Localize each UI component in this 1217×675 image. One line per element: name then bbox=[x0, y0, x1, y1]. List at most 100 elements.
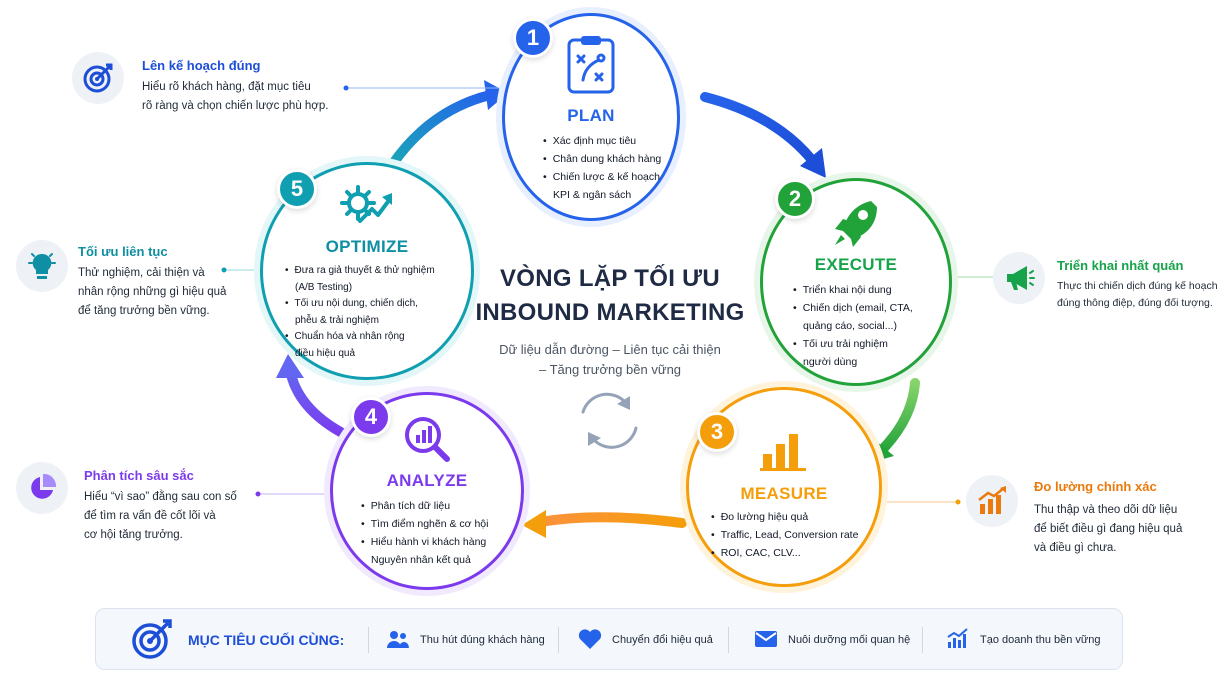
gear-growth-icon bbox=[338, 181, 396, 234]
target-icon bbox=[130, 617, 174, 664]
step-bullets: Phân tích dữ liệu Tìm điểm nghẽn & cơ hộ… bbox=[361, 497, 489, 569]
note-line: Thực thi chiến dịch đúng kế hoạch, bbox=[1057, 280, 1217, 292]
note-line: Hiểu rõ khách hàng, đặt mục tiêu bbox=[142, 81, 311, 93]
megaphone-icon bbox=[993, 252, 1045, 304]
note-heading: Triển khai nhất quán bbox=[1057, 258, 1184, 273]
step-bullets: Đưa ra giả thuyết & thử nghiệm (A/B Test… bbox=[285, 263, 435, 362]
bullet: Chiến dịch (email, CTA, bbox=[793, 299, 913, 317]
step-number: 2 bbox=[775, 179, 815, 219]
step-title: OPTIMIZE bbox=[325, 237, 409, 256]
note-line: Thử nghiệm, cải thiện và bbox=[78, 267, 205, 279]
bullet: Triển khai nội dung bbox=[793, 281, 913, 299]
magnifier-chart-icon bbox=[401, 415, 453, 468]
users-icon bbox=[386, 629, 410, 652]
note-line: để tăng trưởng bền vững. bbox=[78, 305, 210, 317]
target-icon bbox=[72, 52, 124, 104]
step-number: 5 bbox=[277, 169, 317, 209]
goals-label-group: MỤC TIÊU CUỐI CÙNG: bbox=[130, 609, 344, 671]
note-line: để biết điều gì đang hiệu quả bbox=[1034, 523, 1183, 535]
bullet: Chiến lược & kế hoạch bbox=[543, 168, 661, 186]
goal-item: Tạo doanh thu bền vững bbox=[946, 609, 1101, 671]
bullet: (A/B Testing) bbox=[295, 281, 353, 293]
bullet: Phân tích dữ liệu bbox=[361, 497, 488, 515]
goal-text: Nuôi dưỡng mối quan hệ bbox=[788, 634, 911, 646]
arrowhead-analyze bbox=[522, 510, 546, 538]
step-title: MEASURE bbox=[740, 484, 828, 503]
step-number: 3 bbox=[697, 412, 737, 452]
note-heading: Đo lường chính xác bbox=[1034, 479, 1157, 494]
mail-icon bbox=[754, 630, 778, 651]
step-plan-circle: 1 PLAN Xác định mục tiêu Chân dung khách… bbox=[502, 13, 680, 221]
step-number: 1 bbox=[513, 18, 553, 58]
step-title: EXECUTE bbox=[814, 255, 898, 274]
bullet: KPI & ngân sách bbox=[553, 189, 632, 201]
diagram-title: VÒNG LẶP TỐI ƯU INBOUND MARKETING bbox=[470, 262, 750, 330]
bullet: Đưa ra giả thuyết & thử nghiệm bbox=[285, 263, 435, 280]
note-line: Hiểu “vì sao” đằng sau con số bbox=[84, 491, 237, 503]
goal-text: Tạo doanh thu bền vững bbox=[980, 634, 1101, 646]
goal-text: Chuyển đổi hiệu quả bbox=[612, 634, 713, 646]
clipboard-strategy-icon bbox=[565, 34, 617, 99]
subtitle-line-2: – Tăng trưởng bền vững bbox=[538, 362, 682, 377]
step-bullets: Đo lường hiệu quả Traffic, Lead, Convers… bbox=[711, 508, 859, 562]
divider bbox=[728, 627, 729, 653]
bar-chart-icon bbox=[759, 426, 809, 477]
goal-text: Thu hút đúng khách hàng bbox=[420, 634, 545, 646]
note-line: rõ ràng và chọn chiến lược phù hợp. bbox=[142, 100, 329, 112]
bullet: Chân dung khách hàng bbox=[543, 150, 662, 168]
refresh-cycle-icon bbox=[581, 392, 638, 449]
bullet: Tìm điểm nghẽn & cơ hội bbox=[361, 515, 489, 533]
note-body: Thử nghiệm, cải thiện và nhân rộng những… bbox=[78, 264, 226, 321]
pie-chart-icon bbox=[16, 462, 68, 514]
note-line: nhân rộng những gì hiệu quả bbox=[78, 286, 227, 298]
bullet: Đo lường hiệu quả bbox=[711, 508, 858, 526]
bullet: điều hiệu quả bbox=[295, 347, 356, 359]
divider bbox=[368, 627, 369, 653]
note-line: để tìm ra vấn đề cốt lõi và bbox=[84, 510, 216, 522]
step-bullets: Xác định mục tiêu Chân dung khách hàng C… bbox=[543, 132, 662, 204]
arrow-plan-to-execute bbox=[700, 92, 817, 165]
title-line-2: INBOUND MARKETING bbox=[475, 299, 745, 326]
note-body: Hiểu rõ khách hàng, đặt mục tiêu rõ ràng… bbox=[142, 78, 328, 116]
arrowhead-execute bbox=[800, 148, 826, 178]
note-line: và điều gì chưa. bbox=[1034, 542, 1117, 554]
bullet: Hiểu hành vi khách hàng bbox=[361, 533, 488, 551]
note-body: Thực thi chiến dịch đúng kế hoạch, đúng … bbox=[1057, 278, 1217, 312]
bullet: Chuẩn hóa và nhân rộng bbox=[285, 329, 435, 346]
rocket-icon bbox=[831, 197, 881, 254]
note-line: cơ hội tăng trưởng. bbox=[84, 529, 183, 541]
bullet: Traffic, Lead, Conversion rate bbox=[711, 526, 859, 544]
goals-label: MỤC TIÊU CUỐI CÙNG: bbox=[188, 632, 345, 648]
arrowhead-optimize bbox=[276, 354, 304, 378]
step-bullets: Triển khai nội dung Chiến dịch (email, C… bbox=[793, 281, 913, 371]
note-heading: Tối ưu liên tục bbox=[78, 244, 168, 259]
step-optimize-circle: 5 OPTIMIZE Đưa ra giả thuyết & thử nghiệ… bbox=[260, 162, 474, 380]
goal-item: Chuyển đổi hiệu quả bbox=[578, 609, 713, 671]
step-measure-circle: 3 MEASURE Đo lường hiệu quả Traffic, Lea… bbox=[686, 387, 882, 587]
step-title: PLAN bbox=[567, 106, 615, 125]
subtitle-line-1: Dữ liệu dẫn đường – Liên tục cải thiện bbox=[499, 342, 721, 357]
note-connectors bbox=[221, 85, 995, 505]
bullet: ROI, CAC, CLV... bbox=[711, 544, 858, 562]
revenue-chart-icon bbox=[946, 627, 970, 653]
step-title: ANALYZE bbox=[386, 471, 468, 490]
goal-item: Nuôi dưỡng mối quan hệ bbox=[754, 609, 910, 671]
title-line-1: VÒNG LẶP TỐI ƯU bbox=[500, 265, 720, 292]
bullet: quảng cáo, social...) bbox=[803, 320, 897, 332]
bullet: Tối ưu nội dung, chiến dịch, bbox=[285, 296, 435, 313]
final-goals-bar: MỤC TIÊU CUỐI CÙNG: Thu hút đúng khách h… bbox=[95, 608, 1123, 670]
note-body: Hiểu “vì sao” đằng sau con số để tìm ra … bbox=[84, 488, 237, 545]
goal-item: Thu hút đúng khách hàng bbox=[386, 609, 545, 671]
note-line: Thu thập và theo dõi dữ liệu bbox=[1034, 504, 1178, 516]
note-heading: Lên kế hoạch đúng bbox=[142, 58, 261, 73]
arrow-optimize-to-plan bbox=[387, 90, 495, 170]
divider bbox=[922, 627, 923, 653]
heart-icon bbox=[578, 628, 602, 653]
bullet: người dùng bbox=[803, 356, 858, 368]
step-number: 4 bbox=[351, 397, 391, 437]
bullet: Nguyên nhân kết quả bbox=[371, 554, 471, 566]
note-body: Thu thập và theo dõi dữ liệu để biết điề… bbox=[1034, 501, 1182, 558]
arrow-execute-to-measure bbox=[875, 378, 920, 457]
